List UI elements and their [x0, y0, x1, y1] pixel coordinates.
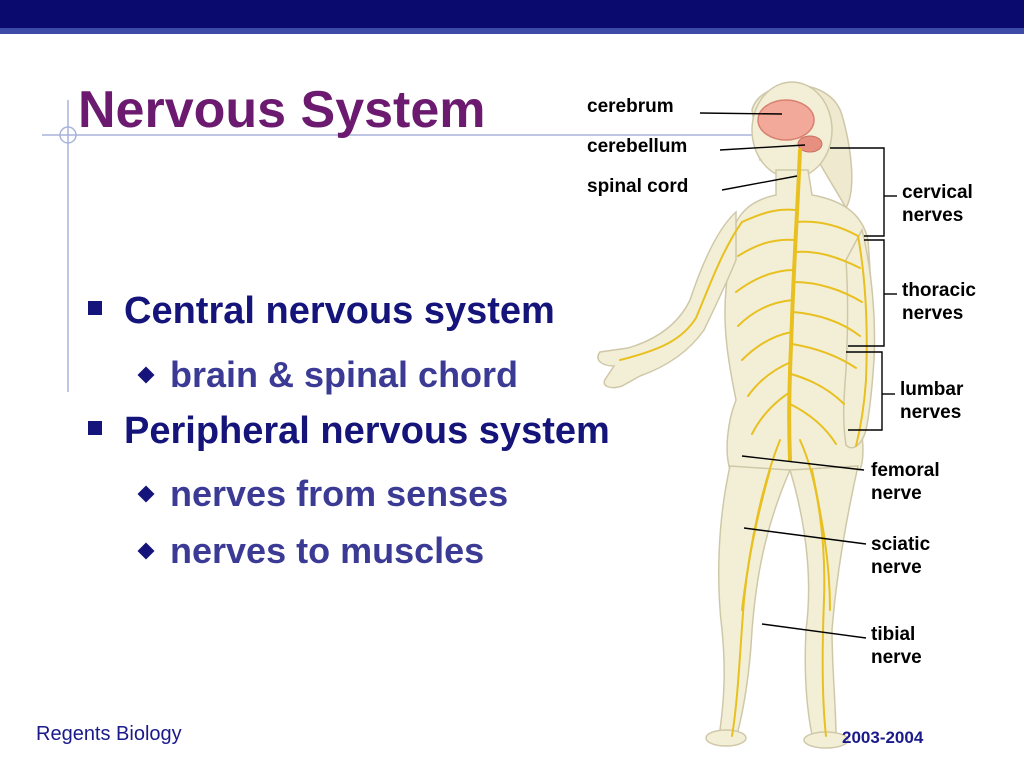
label-cerebrum: cerebrum — [587, 96, 674, 117]
label-cerebellum: cerebellum — [587, 136, 688, 157]
label-sciatic-nerve: sciatic nerve — [871, 534, 931, 578]
square-bullet-icon — [88, 301, 102, 315]
label-thoracic-nerves: thoracic nerves — [902, 280, 976, 324]
footer-year: 2003-2004 — [842, 728, 924, 747]
label-femoral-nerve: femoral nerve — [871, 460, 940, 504]
sub-bullet-muscles: nerves to muscles — [137, 530, 484, 572]
brain-cerebrum — [757, 99, 815, 141]
sub-bullet-senses: nerves from senses — [137, 473, 508, 515]
sub-bullet-brain: brain & spinal chord — [137, 354, 518, 396]
header-stripe — [0, 28, 1024, 34]
label-cervical-nerves: cervical nerves — [902, 182, 973, 226]
square-bullet-icon — [88, 421, 102, 435]
label-tibial-nerve: tibial nerve — [871, 624, 922, 668]
label-lumbar-nerves: lumbar nerves — [900, 379, 964, 423]
label-spinal-cord: spinal cord — [587, 176, 689, 197]
bullet-peripheral: Peripheral nervous system — [88, 410, 610, 453]
slide-title: Nervous System — [78, 81, 486, 139]
header-bar — [0, 0, 1024, 28]
bullet-central: Central nervous system — [88, 290, 555, 333]
nerve-network — [787, 148, 802, 462]
brain-cerebellum — [797, 135, 823, 153]
footer-course: Regents Biology — [36, 723, 182, 745]
